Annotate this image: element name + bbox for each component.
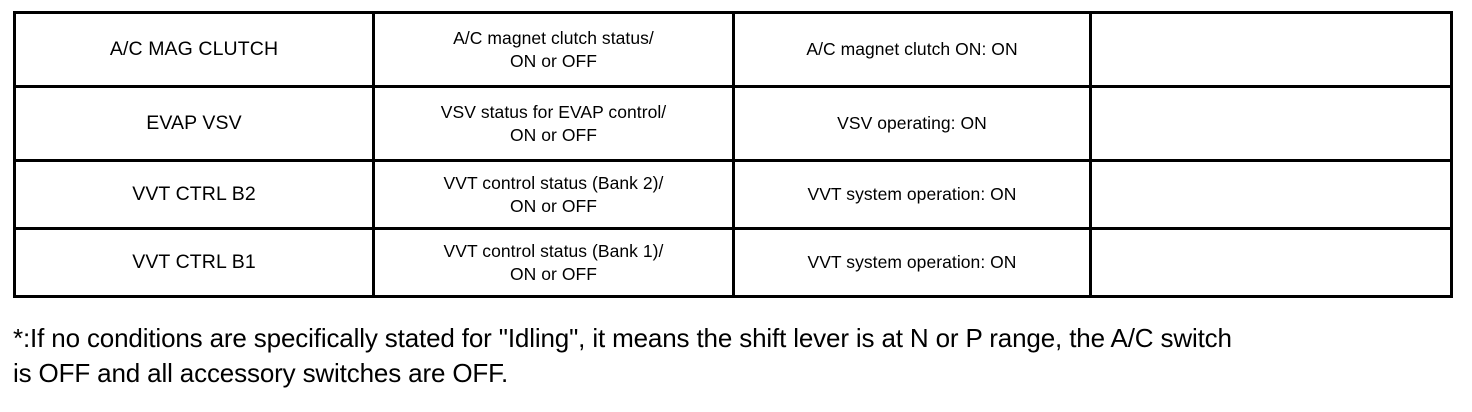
cell-normal-condition: VVT system operation: ON: [732, 159, 1092, 230]
cell-note: [1089, 85, 1453, 162]
description-line-2: ON or OFF: [510, 50, 597, 71]
table-row: VVT CTRL B2 VVT control status (Bank 2)/…: [13, 159, 1453, 230]
cell-normal-condition: VSV operating: ON: [732, 85, 1092, 162]
cell-description: VSV status for EVAP control/ ON or OFF: [372, 85, 735, 162]
description-line-2: ON or OFF: [510, 124, 597, 145]
cell-parameter: A/C MAG CLUTCH: [13, 11, 375, 88]
cell-note: [1089, 159, 1453, 230]
description-line-1: VVT control status (Bank 2)/: [443, 173, 664, 194]
cell-parameter: VVT CTRL B1: [13, 227, 375, 298]
cell-parameter: EVAP VSV: [13, 85, 375, 162]
cell-note: [1089, 11, 1453, 88]
description-line-2: ON or OFF: [510, 263, 597, 284]
table-row: A/C MAG CLUTCH A/C magnet clutch status/…: [13, 11, 1453, 88]
description-line-1: VSV status for EVAP control/: [440, 102, 667, 123]
footnote-line-2: is OFF and all accessory switches are OF…: [13, 358, 509, 389]
data-list-table: A/C MAG CLUTCH A/C magnet clutch status/…: [13, 11, 1453, 298]
footnote-line-1: *:If no conditions are specifically stat…: [13, 323, 1232, 353]
cell-description: A/C magnet clutch status/ ON or OFF: [372, 11, 735, 88]
description-line-1: A/C magnet clutch status/: [453, 28, 654, 49]
cell-normal-condition: A/C magnet clutch ON: ON: [732, 11, 1092, 88]
cell-description: VVT control status (Bank 2)/ ON or OFF: [372, 159, 735, 230]
cell-parameter: VVT CTRL B2: [13, 159, 375, 230]
cell-normal-condition: VVT system operation: ON: [732, 227, 1092, 298]
table-row: VVT CTRL B1 VVT control status (Bank 1)/…: [13, 227, 1453, 298]
cell-description: VVT control status (Bank 1)/ ON or OFF: [372, 227, 735, 298]
description-line-1: VVT control status (Bank 1)/: [443, 241, 664, 262]
footnote: *:If no conditions are specifically stat…: [13, 321, 1463, 391]
cell-note: [1089, 227, 1453, 298]
description-line-2: ON or OFF: [510, 195, 597, 216]
table-row: EVAP VSV VSV status for EVAP control/ ON…: [13, 85, 1453, 162]
